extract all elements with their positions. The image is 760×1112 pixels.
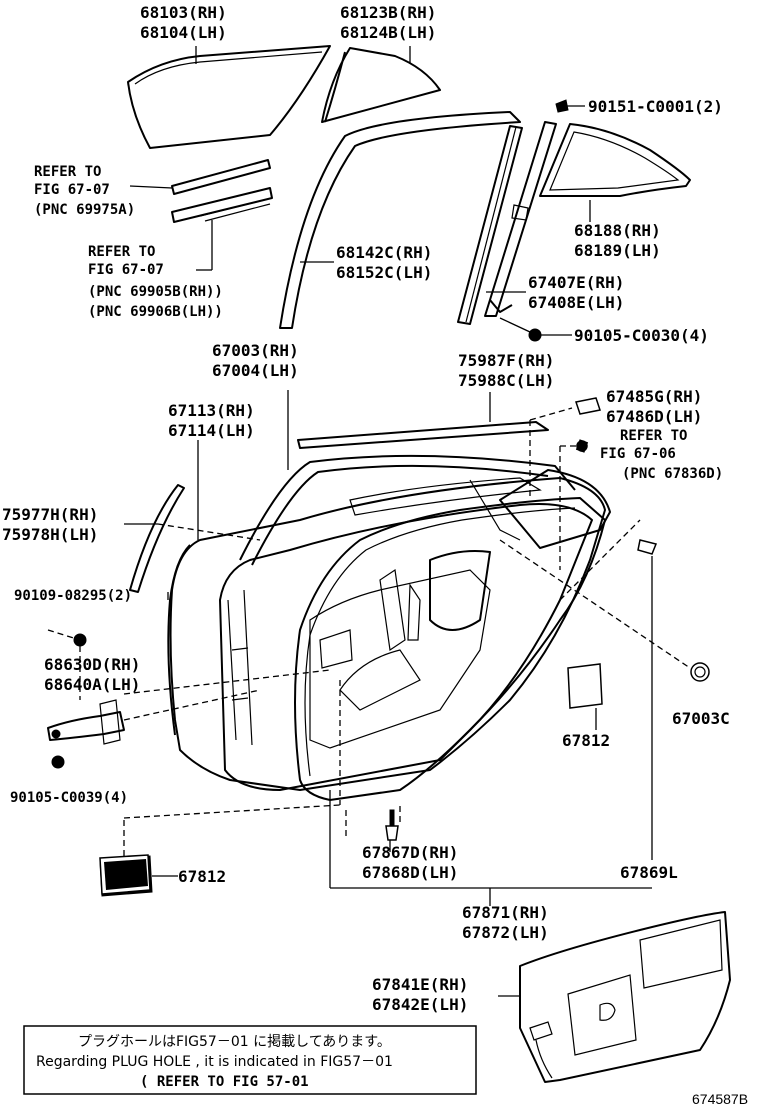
door-check-drawing (47, 699, 125, 745)
note-japanese: プラグホールはFIG57－01 に掲載してあります。 (78, 1034, 391, 1050)
label-clip-rh: 67867D(RH) (362, 843, 458, 862)
label-wstrip-lh: 67872(LH) (462, 923, 549, 942)
label-weather: 67869L (620, 863, 678, 882)
label-refer2-l2: FIG 67-07 (88, 262, 164, 278)
label-bolt-2: 90109-08295(2) (14, 588, 132, 604)
label-pad-lh: 67486D(LH) (606, 407, 702, 426)
label-frame-lh: 67408E(LH) (528, 293, 624, 312)
label-seal-low: 67812 (178, 867, 226, 886)
door-glass-drawing (127, 45, 331, 149)
screw-weatherstrip-icon (637, 539, 658, 555)
figure-code: 674587B (692, 1091, 748, 1107)
label-screw-top: 90151-C0001(2) (588, 97, 723, 116)
label-molding-lh: 75978H(LH) (2, 525, 98, 544)
label-seal-top-lh: 75988C(LH) (458, 371, 554, 390)
glass-run-channel (279, 111, 521, 329)
pad-drawing (575, 397, 601, 415)
label-seal-mid: 67812 (562, 731, 610, 750)
label-wstrip-rh: 67871(RH) (462, 903, 549, 922)
screw-top-icon (555, 99, 585, 113)
plug-hole-note: プラグホールはFIG57－01 に掲載してあります。 Regarding PLU… (23, 1025, 477, 1095)
belt-molding-outer (171, 159, 271, 195)
label-molding-rh: 75977H(RH) (2, 505, 98, 524)
label-glass-rh: 68103(RH) (140, 3, 227, 22)
label-refer1-l1: REFER TO (34, 164, 101, 180)
belt-molding-inner (171, 187, 273, 223)
bolt-90105-icon (51, 755, 65, 769)
leader-lines (79, 46, 691, 997)
label-trim-rh: 67841E(RH) (372, 975, 468, 994)
label-panel-lh: 67114(LH) (168, 421, 255, 440)
label-seal-top-rh: 75987F(RH) (458, 351, 554, 370)
seal-pad-low (99, 854, 153, 897)
label-qwin-rh: 68188(RH) (574, 221, 661, 240)
plug-hole-icon (690, 662, 710, 682)
quarter-glass-drawing (321, 47, 441, 123)
label-check-rh: 68630D(RH) (44, 655, 140, 674)
label-quarter-glass-lh: 68124B(LH) (340, 23, 436, 42)
label-bolt-check: 90105-C0039(4) (10, 790, 128, 806)
label-panel-rh: 67113(RH) (168, 401, 255, 420)
label-refer3-l3: (PNC 67836D) (622, 466, 723, 482)
label-run-lh: 68152C(LH) (336, 263, 432, 282)
label-qwin-lh: 68189(LH) (574, 241, 661, 260)
division-bar (457, 125, 523, 325)
label-quarter-glass-rh: 68123B(RH) (340, 3, 436, 22)
label-trim-lh: 67842E(LH) (372, 995, 468, 1014)
door-panel-drawing (129, 421, 611, 801)
label-door-lh: 67004(LH) (212, 361, 299, 380)
label-refer1-l3: (PNC 69975A) (34, 202, 135, 218)
label-refer3-l2: FIG 67-06 (600, 446, 676, 462)
bolt-90109-icon (47, 629, 87, 647)
label-run-rh: 68142C(RH) (336, 243, 432, 262)
label-refer2-l1: REFER TO (88, 244, 155, 260)
label-frame-rh: 67407E(RH) (528, 273, 624, 292)
note-english: Regarding PLUG HOLE , it is indicated in… (36, 1054, 393, 1070)
label-refer3-l1: REFER TO (620, 428, 687, 444)
label-bolt-4: 90105-C0030(4) (574, 326, 709, 345)
label-glass-lh: 68104(LH) (140, 23, 227, 42)
label-refer2-l4: (PNC 69906B(LH)) (88, 304, 223, 320)
label-pad-rh: 67485G(RH) (606, 387, 702, 406)
quarter-window-glass (539, 123, 691, 197)
label-door-rh: 67003(RH) (212, 341, 299, 360)
bolt-frame-icon (499, 317, 572, 342)
seal-pad-mid (567, 663, 603, 709)
label-refer1-l2: FIG 67-07 (34, 182, 110, 198)
door-trim-drawing (519, 911, 731, 1083)
rear-sash-frame (484, 121, 557, 317)
note-refer: ( REFER TO FIG 57-01 (140, 1074, 309, 1090)
label-clip-lh: 67868D(LH) (362, 863, 458, 882)
clip-67-06-icon (575, 439, 589, 453)
label-check-lh: 68640A(LH) (44, 675, 140, 694)
label-plug-right: 67003C (672, 709, 730, 728)
clip-drawing (385, 809, 399, 841)
part-labels: 68103(RH) 68104(LH) 68123B(RH) 68124B(LH… (2, 3, 730, 1014)
label-refer2-l3: (PNC 69905B(RH)) (88, 284, 223, 300)
